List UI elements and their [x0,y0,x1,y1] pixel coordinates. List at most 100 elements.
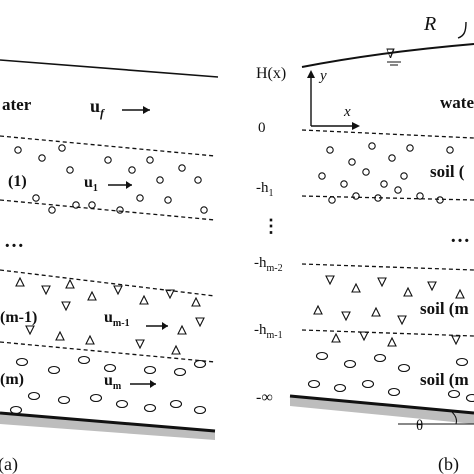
soil-particle-circle [58,144,66,152]
soil-bottom-label: soil (m [420,370,469,389]
surface-label-b: H(x) [256,65,286,82]
soil-particle-ellipse [115,399,129,409]
soil-particle-circle [394,186,402,194]
soil-particle-circle [156,176,164,184]
velocity-arrow-layer-m1 [146,322,168,330]
soil-particle-circle [436,196,444,204]
velocity-layer-m1-label: um-1 [104,309,130,329]
panel-a: ater uf (1) u1 … (m-1) um-1 (m) um (a) [0,59,219,474]
soil-particle-ellipse [57,395,71,405]
x-axis-label: x [343,104,351,120]
soil-particle-circle [128,166,136,174]
interface-top-dashed-b [301,129,474,139]
soil-particle-ellipse [89,393,103,403]
soil-particle-triangle [387,336,397,347]
soil-particles-layer-m1-b [313,275,465,347]
interface-h1-dashed-a [0,199,216,221]
soil-particle-triangle [371,306,381,317]
hook-fragment-b [457,21,467,39]
bedrock-line-a [0,411,216,433]
caption-a: (a) [0,454,18,474]
soil-particle-circle [164,196,172,204]
soil-particle-ellipse [193,359,207,369]
soil-particle-ellipse [193,405,207,415]
soil-particle-triangle [15,276,25,287]
soil-particle-triangle [195,317,205,328]
bedrock-shading-b [290,397,474,424]
soil-particle-circle [146,156,154,164]
soil-particle-ellipse [387,387,401,397]
soil-particle-circle [380,180,388,188]
soil-particle-circle [104,156,112,164]
soil-particle-ellipse [47,365,61,375]
soil-particle-triangle [55,330,65,341]
soil-particle-circle [368,142,376,150]
depth-label-h1: -h1 [256,180,274,199]
soil-particle-circle [400,172,408,180]
soil-particle-triangle [331,332,341,343]
x-axis-arrow [311,122,360,130]
soil-particle-triangle [397,315,407,326]
title-fragment-b: R [423,13,436,35]
angle-label: θ [416,418,423,434]
soil-particle-triangle [359,331,369,342]
vertical-dots-b: ⋮ [262,216,280,236]
soil-particle-circle [326,146,334,154]
soil-particle-circle [32,194,40,202]
soil-particle-triangle [65,278,75,289]
soil-particle-circle [352,192,360,200]
soil-particle-circle [374,194,382,202]
water-label-b: wate [440,93,474,112]
panel-b: R ∇ H(x) y x wate 0 -h1 ⋮ -hm-2 -hm-1 -∞… [254,13,474,474]
soil-top-label: soil ( [430,162,465,181]
soil-particle-triangle [403,286,413,297]
interface-hm2-dashed-a [0,269,216,297]
ellipsis-b: … [450,225,470,247]
soil-particle-ellipse [447,389,461,399]
soil-particle-ellipse [77,355,91,365]
soil-particle-triangle [25,325,35,336]
soil-particle-ellipse [27,391,41,401]
y-axis-label: y [318,68,327,84]
soil-particles-layer-m-b [307,351,474,403]
soil-particle-circle [48,206,56,214]
soil-particle-ellipse [465,393,474,403]
soil-particle-circle [136,194,144,202]
velocity-arrow-layer-m [130,380,156,388]
bedrock-line-b [289,394,474,415]
soil-particle-triangle [61,301,71,312]
soil-particle-circle [340,180,348,188]
soil-particle-triangle [451,335,461,346]
soil-particle-ellipse [103,363,117,373]
soil-particle-ellipse [373,353,387,363]
interface-hm1-dashed-b [301,329,474,337]
soil-particle-triangle [325,275,335,286]
svg-text:∇: ∇ [386,46,395,61]
soil-particle-circle [362,168,370,176]
water-label-a: ater [2,95,32,114]
soil-particle-circle [66,166,74,174]
soil-particle-ellipse [15,357,29,367]
angle-arc [451,411,457,425]
soil-particle-circle [446,146,454,154]
water-surface-curve-b [301,43,474,68]
depth-label-hm2: -hm-2 [254,255,283,274]
layer-m-label: (m) [0,371,24,388]
soil-particle-circle [348,158,356,166]
soil-particle-triangle [165,289,175,300]
soil-particle-triangle [85,334,95,345]
soil-particles-layer-1-b [318,142,454,204]
soil-particle-circle [88,201,96,209]
soil-particles-layer-1-a [14,144,208,214]
y-axis-arrow [307,70,315,126]
velocity-water-label: uf [90,96,105,120]
soil-particle-triangle [87,290,97,301]
interface-top-dashed-a [0,135,216,157]
soil-particle-triangle [135,339,145,350]
soil-particles-layer-m1-a [15,276,205,355]
soil-particle-triangle [113,285,123,296]
interface-hm1-dashed-a [0,341,216,363]
soil-particle-ellipse [169,399,183,409]
soil-particle-ellipse [143,403,157,413]
